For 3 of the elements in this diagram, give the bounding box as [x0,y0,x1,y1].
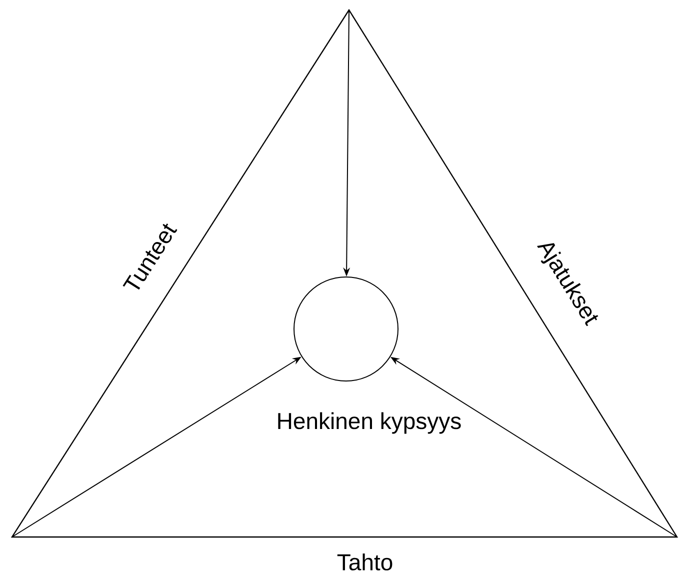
circle [294,276,398,382]
side-label: Tahto [337,554,392,570]
circle-caption: Henkinen kypsyys [275,411,463,435]
